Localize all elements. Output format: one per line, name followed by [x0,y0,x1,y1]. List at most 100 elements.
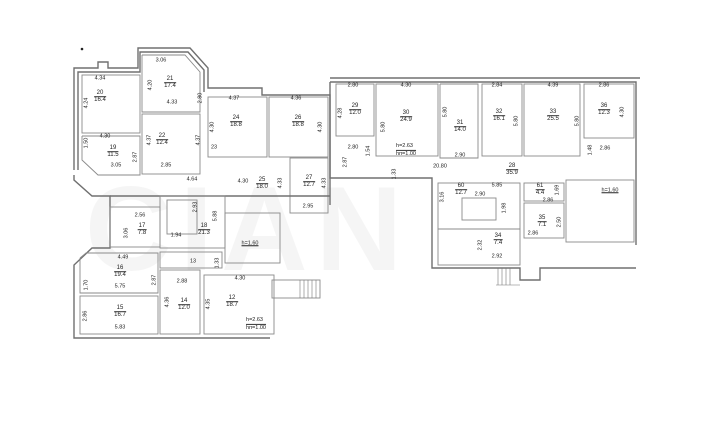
room-number: 27 [303,175,315,183]
dimension-label: 2.86 [542,197,554,204]
dimension-label: 2.86 [82,310,89,322]
dimension-label: 2.87 [342,156,349,168]
dimension-label: 4.30 [209,121,216,133]
room-area: 18.7 [226,302,238,309]
dimension-label: 2.86 [527,230,539,237]
dimension-label: 2.56 [134,212,146,219]
ceiling-height: h=2.63 [396,143,416,151]
dimension-label: 2.86 [598,82,610,89]
floor-height: hп=1.00 [246,324,266,331]
dimension-label: 5.75 [114,283,126,290]
room-number: 12 [226,295,238,303]
dimension-label: 4.33 [277,177,284,189]
room-area: 7.1 [537,222,547,229]
dimension-label: 4.33 [166,99,178,106]
dimension-label: 2.90 [474,191,486,198]
dimension-label: 5.80 [380,121,387,133]
room-area: 12.4 [156,140,168,147]
room-number: 36 [598,103,610,111]
room-number: 14 [178,298,190,306]
dimension-label: 4.37 [228,95,240,102]
room-area: 17.4 [164,83,176,90]
dimension-label: 3.06 [155,57,167,64]
room-area: 11.5 [107,152,119,159]
room-area: 7.8 [137,230,147,237]
room-number: 29 [349,103,361,111]
room-area: 25.5 [547,116,559,123]
room-area: 12.7 [455,190,467,197]
room-number: 28 [506,163,518,171]
dimension-label: 2.92 [491,253,503,260]
dimension-label: 2.87 [132,151,139,163]
room-number: 17 [137,223,147,231]
room-area: 18.0 [256,184,268,191]
room-number: 32 [493,109,505,117]
dimension-label: 2.84 [491,82,503,89]
dimension-label: 1.70 [83,279,90,291]
ceiling-height: h=2.63 [246,317,266,325]
dimension-label: 1.33 [214,257,221,269]
room-area: 12.0 [178,305,190,312]
room-number: 60 [455,183,467,191]
dimension-label: 1.54 [365,145,372,157]
dimension-label: 2.80 [197,92,204,104]
dimension-label: 5.88 [212,210,219,222]
dimension-label: 1.33 [391,168,398,180]
dimension-label: 4.30 [99,133,111,140]
room-area: 24.9 [400,117,412,124]
dimension-label: 1.50 [83,137,90,149]
room-number: 30 [400,110,412,118]
dimension-label: 2.86 [599,145,611,152]
dimension-label: 4.20 [147,79,154,91]
room-area: 12.3 [598,110,610,117]
dimension-label: 5.83 [114,324,126,331]
dimension-label: 1.69 [554,184,561,196]
room-number: 19 [107,145,119,153]
dimension-label: 2.90 [454,152,466,159]
room-number: 33 [547,109,559,117]
room-area: 18.8 [292,122,304,129]
dimension-label: 4.49 [117,254,129,261]
room-area: 16.7 [114,312,126,319]
dimension-label: 4.37 [146,134,153,146]
room-number: 16 [114,265,126,273]
dimension-label: 3.05 [110,162,122,169]
room-area: 14.0 [454,127,466,134]
room-area: 12.7 [303,182,315,189]
dimension-label: 4.30 [317,121,324,133]
dimension-label: 20.80 [433,163,447,170]
dimension-label: 4.36 [164,296,171,308]
height-mark: h=1.60 [241,240,259,247]
dimension-label: 4.37 [195,134,202,146]
room-number: 61 [535,183,545,191]
dimension-label: 5.80 [442,106,449,118]
room-number: 26 [292,115,304,123]
room-area: 35.9 [506,170,518,177]
room-number: 31 [454,120,466,128]
dimension-label: 2.95 [302,203,314,210]
room-area: 16.1 [493,116,505,123]
dimension-label: 2.32 [477,239,484,251]
room-number: 21 [164,76,176,84]
dimension-label: 5.85 [491,182,503,189]
room-area: 19.4 [114,272,126,279]
room-number: 15 [114,305,126,313]
room-number: 18 [198,223,210,231]
room-area: 4.4 [535,190,545,197]
room-number: 34 [493,233,503,241]
